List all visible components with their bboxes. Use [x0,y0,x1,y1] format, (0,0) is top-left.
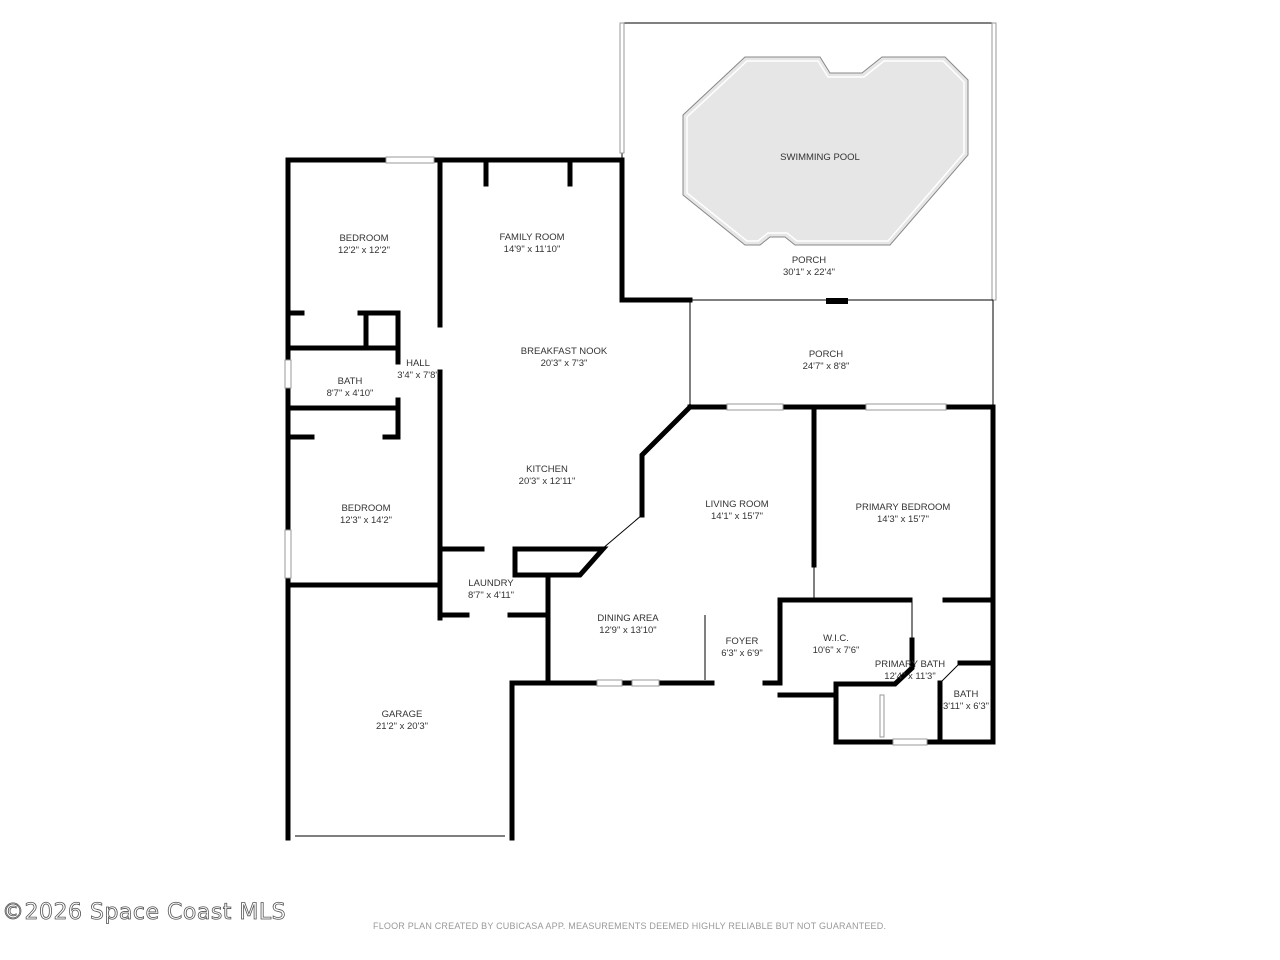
room-name: BEDROOM [339,233,388,244]
room-name: HALL [406,358,430,369]
swimming-pool [682,56,969,246]
room-name: GARAGE [382,709,423,720]
room-name: BREAKFAST NOOK [521,346,608,357]
room-name: LIVING ROOM [705,499,768,510]
room-name: PORCH [809,349,843,360]
room-size: 14'1" x 15'7" [711,511,763,522]
room-size: 20'3" x 7'3" [541,358,588,369]
room-size: 21'2" x 20'3" [376,721,428,732]
room-size: 20'3" x 12'11" [519,476,576,487]
room-size: 12'9" x 13'10" [599,625,656,636]
room-name: KITCHEN [526,464,568,475]
walls [284,156,996,841]
room-name: FAMILY ROOM [499,232,564,243]
room-labels: BEDROOM 12'2" x 12'2" FAMILY ROOM 14'9" … [327,152,989,732]
room-name: BATH [954,689,979,700]
room-size: 3'11" x 6'3" [943,701,989,712]
room-size: 24'7" x 8'8" [803,361,850,372]
room-name: PORCH [792,255,826,266]
room-size: 30'1" x 22'4" [783,267,835,278]
room-name: SWIMMING POOL [780,152,860,163]
room-size: 10'6" x 7'6" [813,645,860,656]
room-size: 6'3" x 6'9" [721,648,763,659]
screen-wall [619,22,625,154]
room-size: 14'9" x 11'10" [504,244,561,255]
room-size: 12'2" x 12'2" [338,245,390,256]
room-name: DINING AREA [597,613,659,624]
room-name: PRIMARY BEDROOM [856,502,951,513]
room-name: W.I.C. [823,633,849,644]
screen-wall [991,22,997,301]
copyright-watermark: ©2026 Space Coast MLS [2,900,287,926]
room-size: 12'4" x 11'3" [884,671,935,682]
room-size: 8'7" x 4'10" [327,388,374,399]
room-name: LAUNDRY [468,578,514,589]
room-size: 14'3" x 15'7" [877,514,929,525]
room-size: 12'3" x 14'2" [340,515,392,526]
room-size: 3'4" x 7'8" [397,370,439,381]
disclaimer-text: FLOOR PLAN CREATED BY CUBICASA APP. MEAS… [373,921,887,931]
room-name: PRIMARY BATH [875,659,945,670]
room-name: BATH [338,376,363,387]
room-name: BEDROOM [341,503,390,514]
room-size: 8'7" x 4'11" [468,590,514,601]
room-name: FOYER [726,636,759,647]
